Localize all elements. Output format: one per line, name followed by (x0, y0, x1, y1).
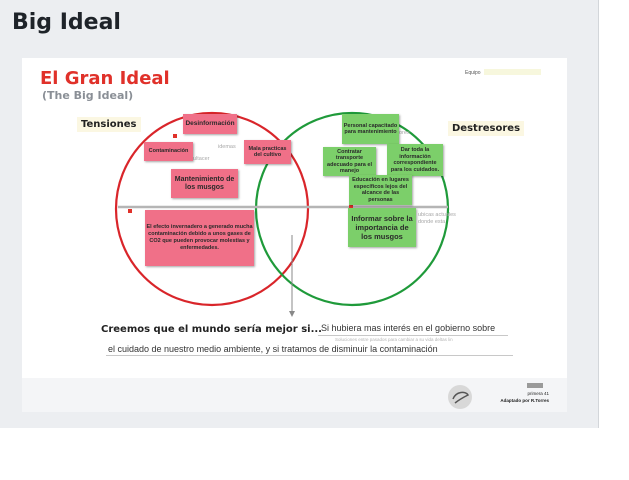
ghost-text: donde esta (418, 219, 446, 225)
strength-bullet (349, 205, 353, 209)
credit-line: primera 41 (527, 391, 549, 396)
ghost-text: idemas (218, 144, 236, 150)
slide-title: El Gran Ideal (40, 68, 170, 89)
strength-note[interactable]: Personal capacitado para mantenimiento (342, 114, 399, 144)
down-arrow-head (289, 311, 295, 317)
tension-bullet (128, 209, 132, 213)
strength-note[interactable]: Dar toda la información correspondiente … (387, 144, 443, 176)
equipo-label: Equipo (465, 70, 481, 76)
statement-underline (106, 355, 513, 356)
strengths-label: Destresores (448, 121, 525, 136)
license-badge-icon (527, 383, 543, 388)
tensions-circle (114, 111, 310, 307)
equipo-field[interactable] (484, 69, 541, 75)
statement-hint: Soluciones entre pasados para cambiar a … (335, 337, 453, 342)
worksheet-slide: El Gran Ideal (The Big Ideal) Equipo Ten… (22, 58, 567, 378)
ghost-text: ores (399, 130, 410, 136)
ghost-text: ubicas actuales (418, 212, 456, 218)
tension-note[interactable]: Mantenimiento de los musgos (171, 169, 238, 198)
ghost-text: ultacer (193, 156, 210, 162)
logo-mark-icon (452, 391, 470, 404)
tension-note[interactable]: Contaminación (144, 142, 193, 161)
venn-diagram (114, 111, 450, 317)
statement-prompt: Creemos que el mundo sería mejor si... (101, 324, 322, 335)
tension-note[interactable]: Mala practicas del cultivo (244, 140, 291, 164)
page-heading: Big Ideal (12, 10, 121, 35)
slide-footer: primera 41 Adaptado por R.Torres (22, 378, 567, 412)
strength-note[interactable]: Educación en lugares específicos lejos d… (349, 175, 412, 205)
tension-note[interactable]: El efecto invernadero a generado mucha c… (145, 210, 254, 266)
credit-line: Adaptado por R.Torres (500, 398, 549, 403)
strength-note[interactable]: Contratar transporte adecuado para el ma… (323, 147, 376, 176)
statement-underline (318, 335, 508, 336)
tension-bullet (173, 134, 177, 138)
tensions-label: Tensiones (77, 117, 141, 132)
tension-note[interactable]: Desinformación (183, 114, 237, 134)
author-logo (448, 385, 472, 409)
top-panel: Big Ideal El Gran Ideal (The Big Ideal) … (0, 0, 599, 428)
statement-line-2[interactable]: el cuidado de nuestro medio ambiente, y … (108, 344, 438, 354)
strengths-circle (254, 111, 450, 307)
strength-note[interactable]: Informar sobre la importancia de los mus… (348, 208, 416, 247)
statement-line-1[interactable]: Si hubiera mas interés en el gobierno so… (321, 323, 496, 333)
slide-subtitle: (The Big Ideal) (42, 89, 134, 102)
